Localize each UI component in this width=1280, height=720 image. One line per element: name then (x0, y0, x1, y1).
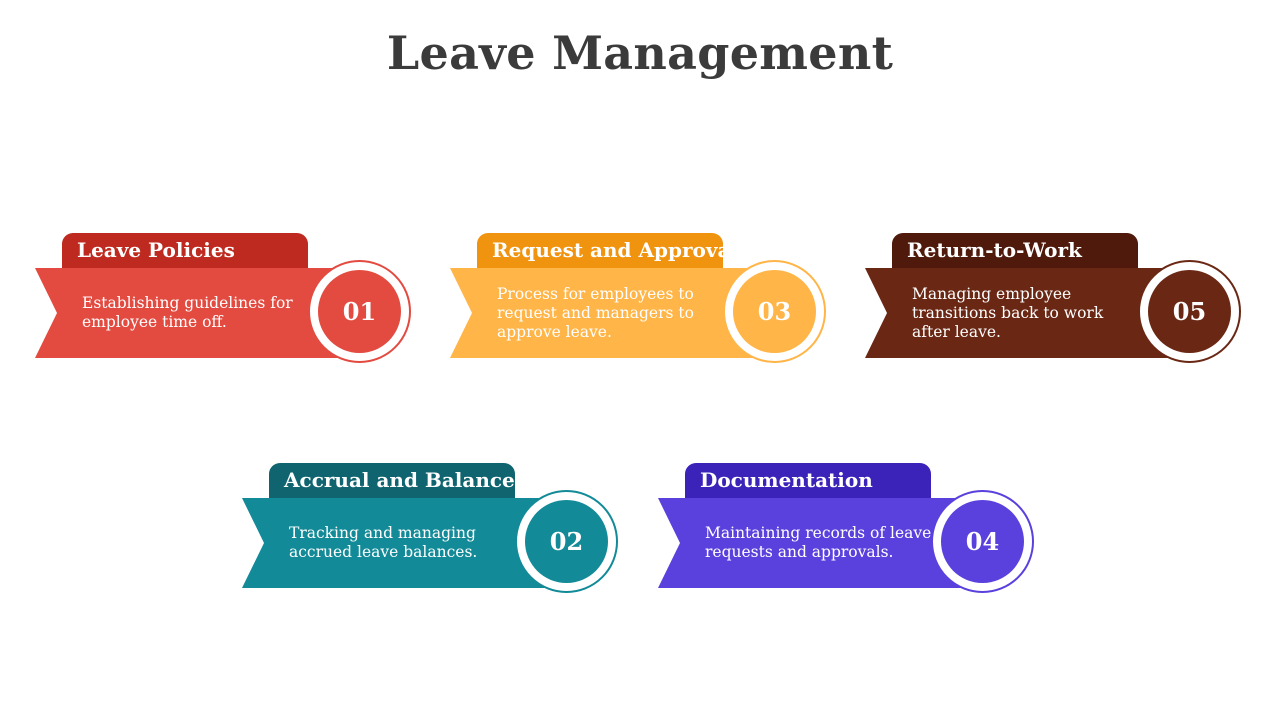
step-card-05: Return-to-Work Managing employee transit… (865, 233, 1255, 373)
page-title: Leave Management (386, 26, 894, 80)
step-description: Process for employees to request and man… (497, 284, 694, 341)
step-description: Tracking and managing accrued leave bala… (289, 524, 478, 561)
step-number-badge: 05 (1148, 270, 1231, 353)
step-number-badge: 03 (733, 270, 816, 353)
step-number-badge: 04 (941, 500, 1024, 583)
step-card-02: Accrual and Balance Tracking and managin… (242, 463, 632, 603)
step-number-badge: 02 (525, 500, 608, 583)
step-card-04: Documentation Maintaining records of lea… (658, 463, 1048, 603)
step-description: Establishing guidelines for employee tim… (82, 294, 293, 331)
step-description: Maintaining records of leave requests an… (705, 524, 932, 561)
step-card-03: Request and Approval Process for employe… (450, 233, 840, 373)
step-card-01: Leave Policies Establishing guidelines f… (35, 233, 425, 373)
step-number-badge: 01 (318, 270, 401, 353)
step-description: Managing employee transitions back to wo… (912, 284, 1104, 341)
